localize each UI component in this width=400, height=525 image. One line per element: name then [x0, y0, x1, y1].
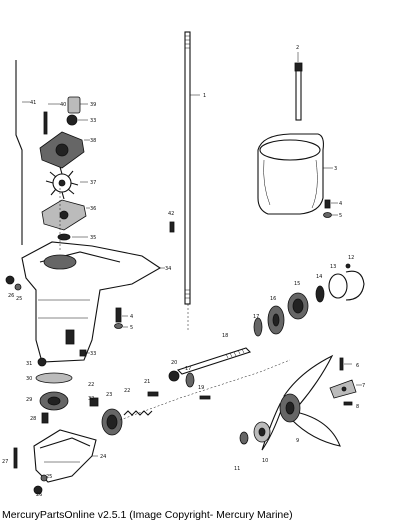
spring-part-22 [123, 410, 153, 416]
callout-17: 17 [253, 314, 259, 320]
driveshaft-housing [257, 133, 333, 215]
callout-20: 20 [171, 360, 177, 366]
callout-22: 22 [124, 388, 130, 394]
callout-37: 37 [90, 180, 96, 186]
callout-11: 11 [234, 466, 240, 472]
water-pump-housing [39, 131, 90, 169]
callout-33: 33 [90, 118, 96, 124]
retaining-ring-12 [345, 263, 365, 301]
gear-housing [21, 241, 165, 363]
face-plate [41, 199, 90, 231]
callout-25-lower: 25 [46, 474, 52, 480]
callout-3: 3 [334, 166, 337, 172]
grommet-part-33 [66, 114, 88, 126]
screw-part-40 [43, 103, 60, 135]
callout-5: 5 [339, 213, 342, 219]
callout-21: 21 [144, 379, 150, 385]
callout-28: 28 [30, 416, 36, 422]
callout-5-lower: 5 [130, 325, 133, 331]
callout-10: 10 [262, 458, 268, 464]
callout-7: 7 [362, 383, 365, 389]
o-ring-part-35 [57, 233, 88, 241]
centerline [59, 180, 291, 421]
callout-25: 25 [16, 296, 22, 302]
seal-part-17 [253, 317, 263, 337]
propeller-shaft [175, 347, 252, 379]
copyright-footer: MercuryPartsOnline v2.5.1 (Image Copyrig… [2, 509, 293, 521]
pin-part-19 [199, 395, 211, 400]
callout-6: 6 [356, 363, 359, 369]
callout-41: 41 [30, 100, 36, 106]
screw-part-27 [13, 447, 18, 469]
callout-26: 26 [8, 293, 14, 299]
callout-33-lower: 33 [90, 351, 96, 357]
thrust-washer-17 [185, 372, 195, 388]
prop-nut-plate-7 [329, 379, 362, 399]
washer-part-25-lower [40, 474, 48, 482]
key-part-42 [169, 221, 175, 233]
thrust-hub-10 [253, 421, 271, 443]
o-ring-part-13 [328, 273, 348, 299]
callout-34: 34 [165, 266, 171, 272]
bushing-part-32 [89, 397, 99, 407]
seal-part-31 [37, 357, 47, 367]
washer-part-11 [239, 431, 249, 445]
callout-13: 13 [330, 264, 336, 270]
pin-part-8 [343, 401, 353, 406]
callout-27: 27 [2, 459, 8, 465]
lower-gear-housing [33, 429, 98, 483]
screw-washer-upper [323, 199, 338, 218]
cotter-pin-6 [339, 357, 352, 371]
washer-part-25 [14, 283, 22, 291]
washer-part-14 [315, 285, 325, 303]
nut-part-20 [168, 370, 180, 382]
impeller [45, 166, 88, 200]
callout-15: 15 [294, 281, 300, 287]
callout-22-b: 22 [88, 382, 94, 388]
gear-part-16 [267, 305, 285, 335]
stud-part-2 [294, 52, 303, 121]
pin-part-28 [41, 412, 49, 424]
callout-24: 24 [100, 454, 106, 460]
callout-36: 36 [90, 206, 96, 212]
shift-rod [15, 60, 30, 245]
callout-17-lower: 17 [185, 366, 191, 372]
gasket-part-30 [35, 372, 73, 384]
bearing-part-29 [39, 391, 69, 411]
callout-18: 18 [222, 333, 228, 339]
callout-26-lower: 26 [36, 492, 42, 498]
bearing-part-15 [287, 292, 309, 320]
callout-1: 1 [203, 93, 206, 99]
drive-shaft [184, 31, 200, 305]
callout-4: 4 [339, 201, 342, 207]
callout-19: 19 [198, 385, 204, 391]
water-tube-seal [67, 96, 88, 114]
callout-4-lower: 4 [130, 314, 133, 320]
callout-2: 2 [296, 45, 299, 51]
callout-23: 23 [106, 392, 112, 398]
callout-labels: 1 2 3 4 5 4 5 6 7 8 9 10 11 12 13 14 15 … [2, 45, 365, 498]
callout-9: 9 [296, 438, 299, 444]
callout-14: 14 [316, 274, 322, 280]
propeller [261, 354, 341, 451]
callout-29: 29 [26, 397, 32, 403]
callout-16: 16 [270, 296, 276, 302]
callout-32: 32 [88, 396, 94, 402]
callout-42: 42 [168, 211, 174, 217]
callout-12: 12 [348, 255, 354, 261]
screw-washer-lower [114, 307, 128, 329]
callout-35: 35 [90, 235, 96, 241]
nut-part-26 [5, 275, 15, 285]
callout-39: 39 [90, 102, 96, 108]
callout-8: 8 [356, 404, 359, 410]
callout-30: 30 [26, 376, 32, 382]
nut-part-26-lower [33, 485, 43, 495]
callout-31: 31 [26, 361, 32, 367]
callout-38: 38 [90, 138, 96, 144]
gear-part-23 [101, 408, 123, 436]
callout-40: 40 [60, 102, 66, 108]
plug-part-33 [79, 349, 90, 357]
pin-part-21 [147, 391, 159, 397]
